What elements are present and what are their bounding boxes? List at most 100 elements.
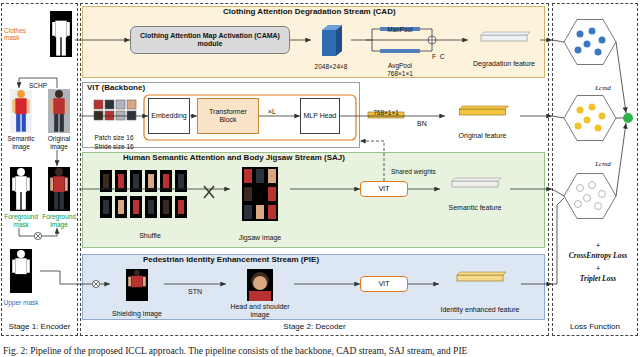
connector xyxy=(164,284,226,285)
feed-line xyxy=(552,40,564,42)
add-symbol xyxy=(428,36,436,44)
figure-leg xyxy=(62,36,66,55)
image-patch xyxy=(94,100,103,109)
node-label: ViT xyxy=(378,185,389,193)
connector xyxy=(540,40,552,41)
node-label: Transformer Block xyxy=(200,108,256,124)
vit-box: ViT xyxy=(360,181,408,197)
feature-bar xyxy=(481,35,527,41)
body-piece-part xyxy=(178,200,184,214)
body-piece-part xyxy=(118,200,124,214)
stage-box: Stage 2: Decoder Clothing Attention Degra… xyxy=(80,3,549,336)
edge-label-slot: Shared weights xyxy=(390,160,437,178)
label-slot: C xyxy=(438,45,446,63)
node-label: Upper mask xyxy=(3,299,38,306)
annotation: Patch size 16 xyxy=(94,134,133,141)
annotation: Stride size 16 xyxy=(94,143,133,150)
stream-panel: Clothing Attention Degradation Stream (C… xyxy=(82,6,545,78)
body-piece-part xyxy=(163,174,169,188)
annotation: C xyxy=(440,53,445,60)
figure-face xyxy=(253,276,267,290)
figure-leg xyxy=(22,113,26,131)
sample-dot xyxy=(577,185,584,192)
label-slot: + xyxy=(558,234,638,252)
node-label: Clothing Attention Map Activation (CAMA)… xyxy=(133,32,287,48)
jigsaw-piece xyxy=(244,205,252,219)
saj-images xyxy=(100,167,278,221)
jigsaw-piece xyxy=(268,169,276,183)
label-slot: Lcmd xyxy=(592,76,614,94)
feature-bar xyxy=(460,109,506,115)
connector xyxy=(57,150,58,166)
sample-dot xyxy=(599,113,606,120)
node-label: Embedding xyxy=(151,112,186,120)
figure-arm xyxy=(27,100,30,113)
sample-dot xyxy=(584,41,591,48)
sample-dot xyxy=(575,47,582,54)
image-patch xyxy=(127,111,136,120)
stage-label: Stage 2: Decoder xyxy=(283,323,345,332)
image-patch xyxy=(105,111,114,120)
cmd-arrow xyxy=(616,42,626,113)
sample-dot xyxy=(599,37,606,44)
annotation: Lcmd xyxy=(595,161,611,169)
vit-outline xyxy=(144,95,356,140)
image-patch xyxy=(94,111,103,120)
panel-title: Human Semantic Attention and Body Jigsaw… xyxy=(123,154,345,163)
body-piece xyxy=(100,196,112,218)
connector xyxy=(75,40,130,41)
add-symbol-cross xyxy=(428,36,436,44)
jigsaw-piece xyxy=(244,169,252,183)
stage-label: Loss Function xyxy=(570,323,620,332)
sample-dot xyxy=(595,203,602,210)
process-box: Embedding xyxy=(148,98,190,134)
body-piece xyxy=(145,196,157,218)
label-slot: MaxPool xyxy=(376,18,424,36)
connector xyxy=(294,284,360,285)
figure-leg xyxy=(16,113,20,131)
connector xyxy=(351,40,468,41)
sample-dot xyxy=(575,123,582,130)
connector xyxy=(408,189,440,190)
annotation: MaxPool xyxy=(387,26,412,33)
body-piece xyxy=(175,196,187,218)
figure-leg xyxy=(54,113,58,131)
annotation: + xyxy=(596,265,601,274)
feature-bar-top xyxy=(452,178,501,181)
annotation: 768×1×1 xyxy=(387,70,413,77)
sample-dot xyxy=(595,125,602,132)
figure-arm xyxy=(50,178,53,191)
node-label: Head and shoulder image xyxy=(226,303,294,319)
edge-label: Shared weights xyxy=(390,168,437,175)
figure-torso xyxy=(15,98,26,114)
label-slot: Shuffle xyxy=(120,224,180,242)
caption: Fig. 2: Pipeline of the proposed ICCL ap… xyxy=(3,346,467,357)
feature-bar-top xyxy=(457,272,506,275)
feature-bar xyxy=(457,275,503,281)
edge-label: STN xyxy=(187,288,203,296)
figure-arm xyxy=(27,260,30,273)
figure-torso xyxy=(131,276,142,288)
pool-bar xyxy=(380,49,420,53)
image-background xyxy=(10,167,32,211)
figure-head xyxy=(17,90,25,98)
figure-head xyxy=(55,168,63,176)
connector xyxy=(190,116,197,117)
loss-illustration xyxy=(552,20,633,285)
center-dot xyxy=(623,113,633,123)
feed-line xyxy=(552,189,564,196)
label-slot: 768×1×1 xyxy=(360,101,412,119)
node-label: Identity enhanced feature xyxy=(440,306,519,314)
multiply-symbol xyxy=(92,280,99,287)
connector xyxy=(40,271,110,284)
feature-bar-top xyxy=(460,106,509,109)
label-slot: Patch size 16 xyxy=(84,126,144,144)
multiply-symbol-cross xyxy=(36,234,41,239)
edge-label: SCHP xyxy=(28,82,48,89)
node-label: MLP Head xyxy=(304,112,337,120)
node-label: Jigsaw image xyxy=(239,234,281,242)
label-slot: Lcmd xyxy=(592,152,614,170)
figure-arm xyxy=(65,178,68,191)
